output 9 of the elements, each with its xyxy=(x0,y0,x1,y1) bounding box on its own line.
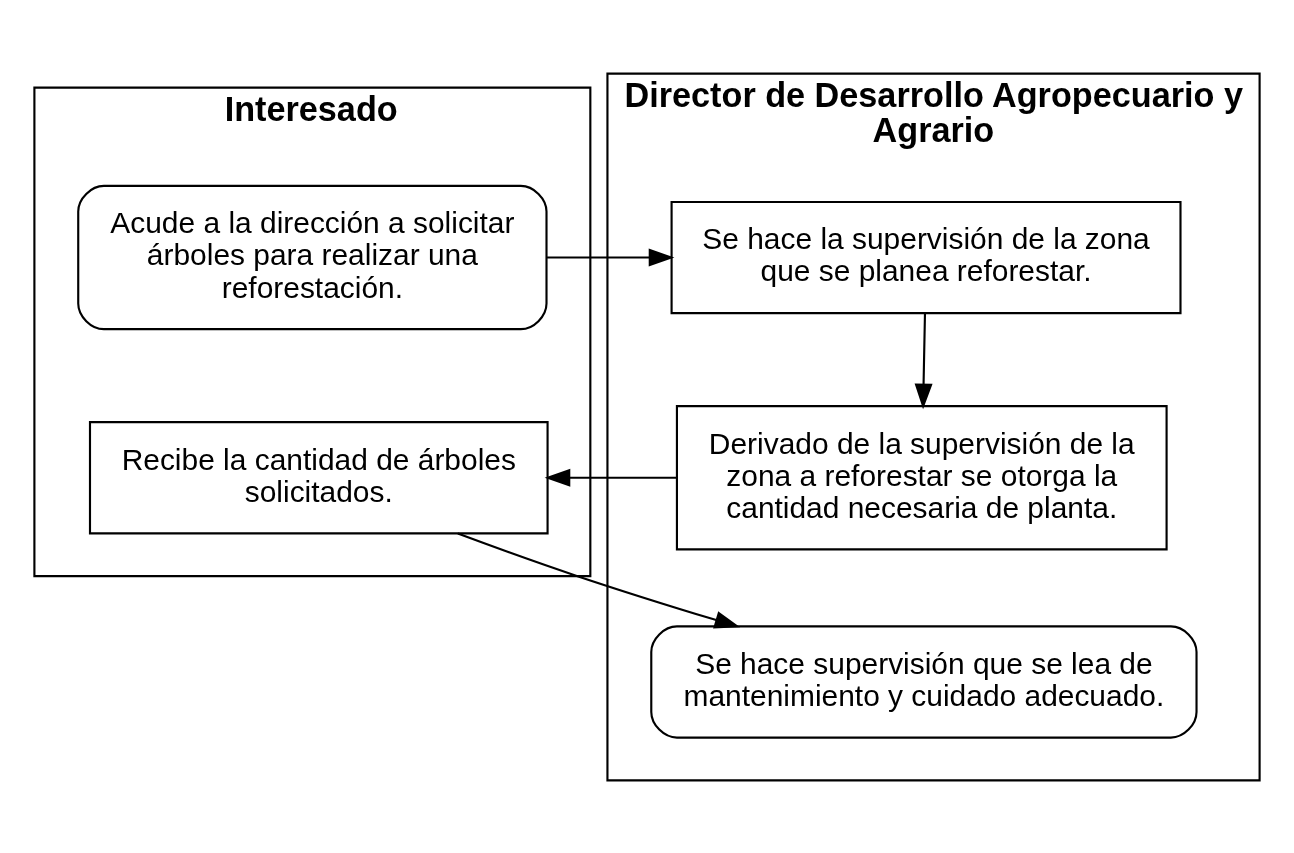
node-box: Se hace la supervisión de la zona que se planea reforestar. xyxy=(670,200,1182,314)
arrow xyxy=(544,468,677,487)
arrow xyxy=(457,532,741,628)
node-box: Se hace supervisión que se lea de mantenimiento y cuidado adecuado. xyxy=(650,624,1198,739)
node-box: Derivado de la supervisión de la zona a reforestar se otorga la cantidad necesaria de planta. xyxy=(675,404,1168,550)
node-box: Acude a la dirección a solicitar árboles para realizar una reforestación. xyxy=(77,184,548,330)
arrow xyxy=(546,248,675,267)
arrow xyxy=(914,313,933,409)
node-box: Recibe la cantidad de árboles solicitados. xyxy=(88,420,549,534)
